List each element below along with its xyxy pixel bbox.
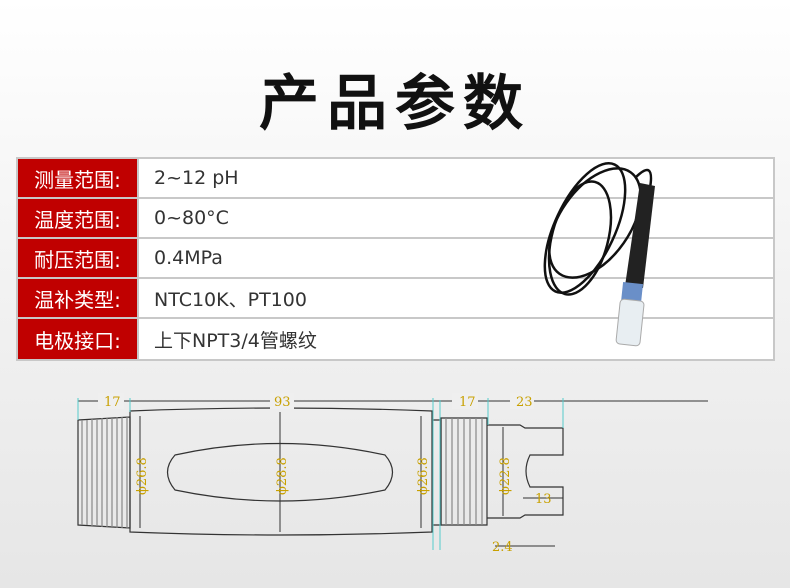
spec-label: 温度范围: xyxy=(18,199,139,237)
body xyxy=(129,407,433,536)
spec-row: 温度范围: 0~80°C xyxy=(18,199,773,239)
page-title: 产品参数 xyxy=(259,69,531,139)
dim-dia-28-8: ϕ28.8 xyxy=(275,457,290,495)
spec-row: 测量范围: 2~12 pH xyxy=(18,159,773,199)
spec-label: 电极接口: xyxy=(18,319,139,359)
dim-dia-26-8-right: ϕ26.8 xyxy=(416,457,431,495)
tip xyxy=(487,424,564,519)
dim-23: 23 xyxy=(516,395,533,410)
dim-93: 93 xyxy=(274,395,291,410)
dim-17-right: 17 xyxy=(459,395,476,410)
dim-dia-26-8-left: ϕ26.8 xyxy=(135,457,150,495)
spec-row: 电极接口: 上下NPT3/4管螺纹 xyxy=(18,319,773,359)
dim-dia-22-8: ϕ22.8 xyxy=(498,457,513,495)
spec-row: 温补类型: NTC10K、PT100 xyxy=(18,279,773,319)
spec-value: 0~80°C xyxy=(154,207,229,229)
spec-label: 测量范围: xyxy=(18,159,139,197)
spec-label: 耐压范围: xyxy=(18,239,139,277)
spec-value: NTC10K、PT100 xyxy=(154,288,307,311)
spec-value: 上下NPT3/4管螺纹 xyxy=(154,329,317,352)
window xyxy=(166,442,394,502)
dim-13: 13 xyxy=(535,492,552,507)
dimension-drawing: 17 93 17 23 ϕ26.8 ϕ28.8 ϕ26.8 ϕ22.8 13 2… xyxy=(77,393,708,555)
dim-2-4: 2.4 xyxy=(492,540,513,555)
spec-value: 0.4MPa xyxy=(154,247,223,269)
spec-value: 2~12 pH xyxy=(154,167,239,189)
dim-17-left: 17 xyxy=(104,395,121,410)
spec-label: 温补类型: xyxy=(18,279,139,317)
spec-row: 耐压范围: 0.4MPa xyxy=(18,239,773,279)
ph-probe-image xyxy=(543,162,655,347)
